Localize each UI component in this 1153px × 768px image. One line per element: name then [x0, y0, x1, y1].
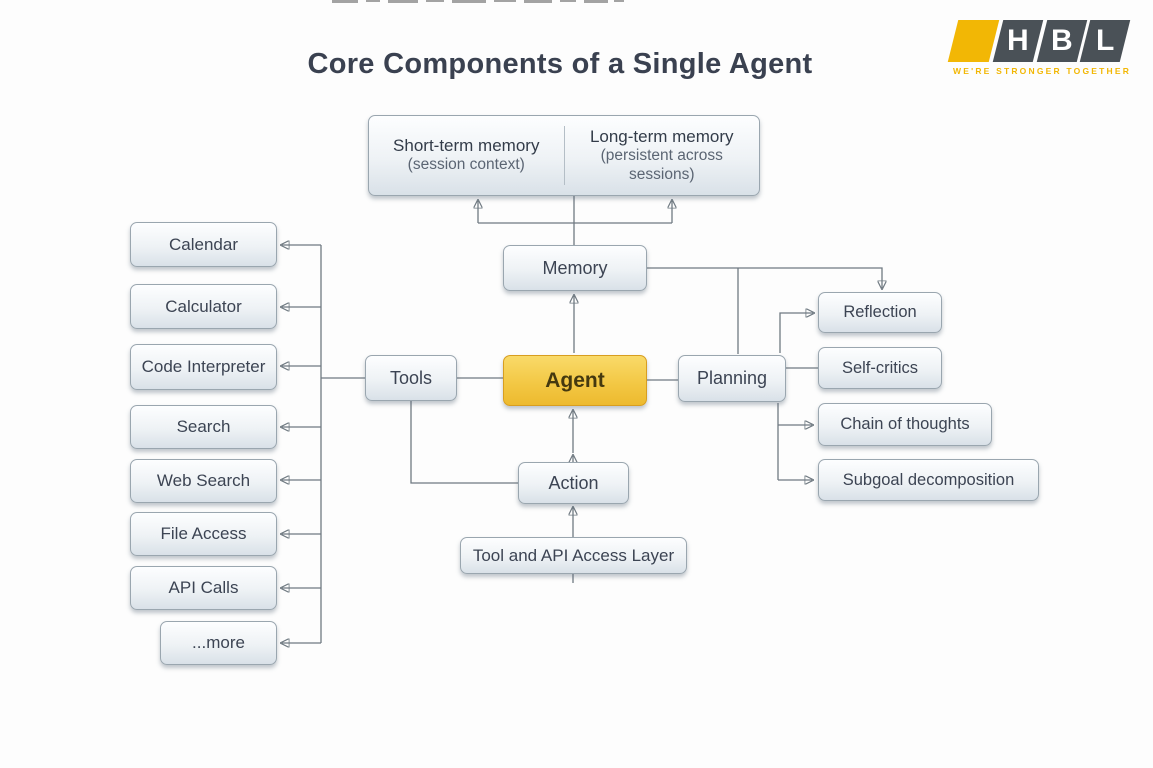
planning-technique-node: Chain of thoughts [818, 403, 992, 446]
tool-node: Calendar [130, 222, 277, 267]
short-term-memory-section: Short-term memory (session context) [369, 122, 564, 189]
memory-panel-node: Short-term memory (session context) Long… [368, 115, 760, 196]
logo-letter-b: B [1036, 20, 1087, 62]
long-term-memory-section: Long-term memory (persistent across sess… [565, 122, 760, 189]
planning-technique-node: Reflection [818, 292, 942, 333]
tool-node: Web Search [130, 459, 277, 503]
planning-technique-node: Self-critics [818, 347, 942, 389]
cropped-text-artifact [332, 0, 624, 3]
hbl-logo-tiles: H B L [947, 20, 1131, 62]
agent-node: Agent [503, 355, 647, 406]
page-title: Core Components of a Single Agent [307, 48, 813, 80]
tool-node: API Calls [130, 566, 277, 610]
tool-node: File Access [130, 512, 277, 556]
memory-node: Memory [503, 245, 647, 291]
logo-letter-l: L [1080, 20, 1131, 62]
action-node: Action [518, 462, 629, 504]
logo-tagline: WE'RE STRONGER TOGETHER [953, 66, 1132, 76]
tool-node: ...more [160, 621, 277, 665]
tool-node: Code Interpreter [130, 344, 277, 390]
memory-panel-divider [563, 126, 565, 185]
short-term-memory-title: Short-term memory [393, 136, 540, 156]
hbl-logo: H B L WE'RE STRONGER TOGETHER [947, 20, 1132, 76]
logo-accent-tile [947, 20, 1000, 62]
tool-node: Search [130, 405, 277, 449]
logo-letter-h: H [993, 20, 1044, 62]
tools-node: Tools [365, 355, 457, 401]
planning-node: Planning [678, 355, 786, 402]
tool-node: Calculator [130, 284, 277, 329]
long-term-memory-subtitle: (persistent across sessions) [600, 146, 723, 183]
short-term-memory-subtitle: (session context) [407, 156, 525, 174]
planning-technique-node: Subgoal decomposition [818, 459, 1039, 501]
tool-api-access-layer-node: Tool and API Access Layer [460, 537, 687, 574]
long-term-memory-title: Long-term memory [589, 126, 734, 146]
